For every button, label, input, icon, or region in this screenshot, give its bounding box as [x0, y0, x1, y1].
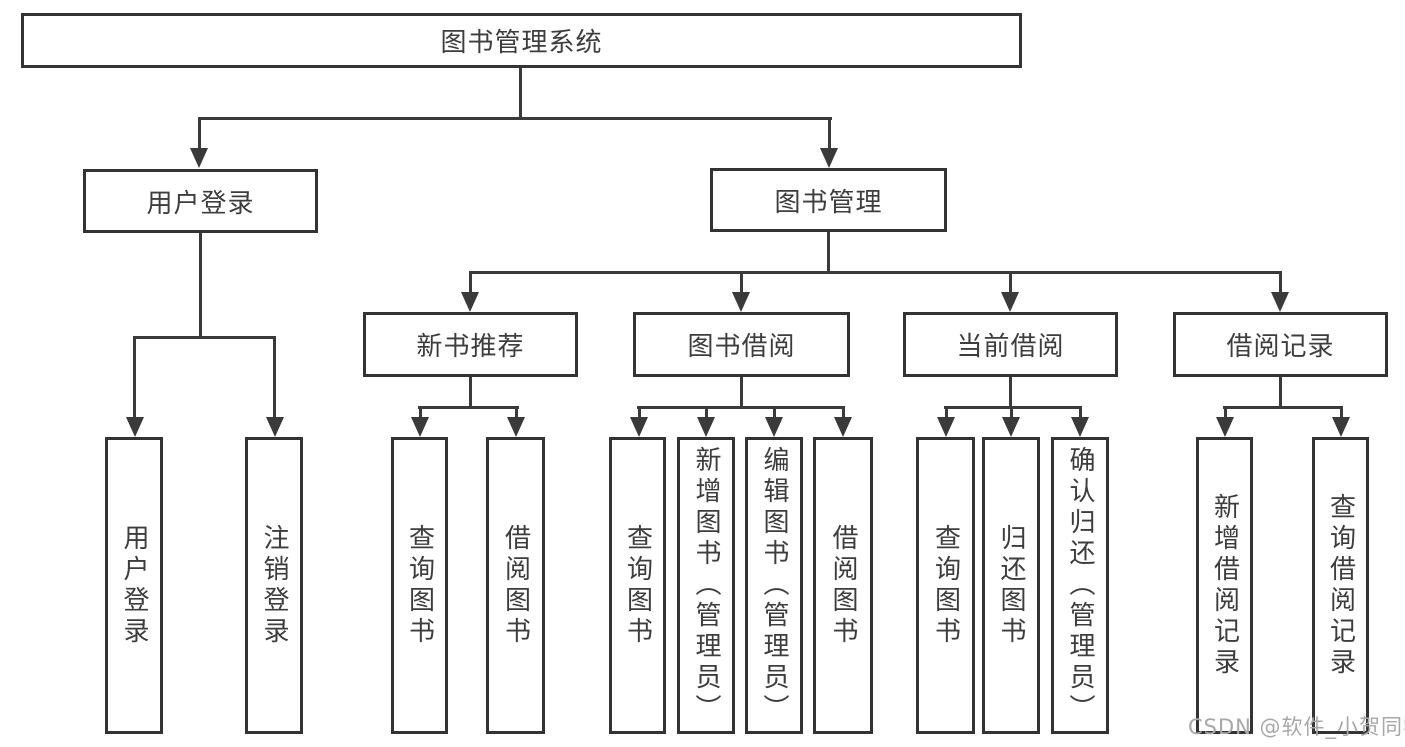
- connector-to-book-borrowing: [740, 271, 743, 295]
- connector-to-leaf: [705, 406, 708, 422]
- leaf-label: 借阅图书: [828, 523, 858, 648]
- connector-splitter: [637, 406, 845, 409]
- connector-splitter: [944, 406, 1082, 409]
- leaf-br-query-record: 查询借阅记录: [1312, 437, 1369, 734]
- leaf-nb-query-books: 查询图书: [391, 437, 448, 734]
- leaf-label: 用户登录: [119, 523, 149, 648]
- leaf-label: 查询图书: [404, 523, 435, 648]
- leaf-bb-edit-books-admin: 编辑图书（管理员）: [745, 437, 803, 734]
- leaf-nb-borrow-books: 借阅图书: [486, 437, 545, 734]
- node-user-login: 用户登录: [83, 169, 318, 233]
- arrow-down-icon: [697, 417, 715, 437]
- leaf-label: 编辑图书（管理员）: [759, 446, 789, 725]
- leaf-label: 查询图书: [930, 523, 961, 648]
- connector-to-leaf: [1224, 406, 1227, 422]
- connector-user-login-splitter: [133, 336, 276, 339]
- connector-splitter: [418, 406, 519, 409]
- arrow-down-icon: [1271, 292, 1289, 312]
- node-new-book-recommend: 新书推荐: [363, 312, 578, 377]
- connector-level2-horizontal: [469, 271, 1282, 274]
- node-borrowing-records: 借阅记录: [1173, 312, 1388, 377]
- node-borrowing-records-label: 借阅记录: [1226, 332, 1335, 362]
- connector-to-leaf: [273, 336, 276, 420]
- node-book-management-label: 图书管理: [774, 187, 883, 218]
- connector-to-leaf: [1010, 406, 1013, 422]
- arrow-down-icon: [266, 417, 284, 437]
- arrow-down-icon: [765, 417, 783, 437]
- node-user-login-label: 用户登录: [146, 188, 255, 219]
- connector-to-user-login: [198, 117, 201, 150]
- arrow-down-icon: [126, 417, 144, 437]
- leaf-bb-query-books: 查询图书: [609, 437, 666, 734]
- connector-root-down: [519, 66, 522, 118]
- arrow-down-icon: [461, 292, 479, 312]
- leaf-label: 查询借阅记录: [1325, 492, 1356, 679]
- node-book-borrowing: 图书借阅: [633, 312, 850, 377]
- connector-to-leaf: [1340, 406, 1343, 422]
- leaf-label: 新增借阅记录: [1209, 492, 1240, 679]
- leaf-cb-return-books: 归还图书: [982, 437, 1040, 734]
- connector-to-leaf: [842, 406, 845, 422]
- connector-book-management-down: [827, 229, 830, 274]
- leaf-label: 查询图书: [622, 523, 653, 648]
- connector-book-borrowing-down: [740, 374, 743, 408]
- connector-user-login-down: [199, 230, 202, 338]
- leaf-user-login: 用户登录: [105, 437, 163, 734]
- arrow-down-icon: [507, 417, 525, 437]
- arrow-down-icon: [190, 148, 208, 168]
- leaf-label: 确认归还（管理员）: [1065, 446, 1095, 725]
- arrow-down-icon: [1001, 292, 1019, 312]
- connector-to-leaf: [133, 336, 136, 420]
- leaf-logout: 注销登录: [245, 437, 303, 734]
- arrow-down-icon: [1332, 417, 1350, 437]
- leaf-label: 新增图书（管理员）: [691, 446, 721, 725]
- connector-to-leaf: [515, 406, 518, 422]
- connector-level1-horizontal: [198, 117, 832, 120]
- connector-new-book-recommend-down: [469, 374, 472, 408]
- leaf-cb-confirm-return-admin: 确认归还（管理员）: [1051, 437, 1109, 734]
- node-new-book-recommend-label: 新书推荐: [416, 332, 525, 362]
- leaf-label: 借阅图书: [500, 523, 531, 648]
- leaf-bb-add-books-admin: 新增图书（管理员）: [677, 437, 735, 734]
- connector-to-current-borrowing: [1009, 271, 1012, 295]
- connector-to-book-management: [828, 117, 831, 150]
- connector-current-borrowing-down: [1009, 374, 1012, 408]
- watermark: CSDN @软件_小贺同学: [1188, 715, 1405, 739]
- connector-borrowing-records-down: [1279, 374, 1282, 408]
- arrow-down-icon: [1002, 417, 1020, 437]
- arrow-down-icon: [411, 417, 429, 437]
- connector-to-leaf: [1079, 406, 1082, 422]
- leaf-label: 注销登录: [259, 523, 289, 648]
- node-root: 图书管理系统: [21, 13, 1022, 68]
- connector-to-new-book-recommend: [469, 271, 472, 295]
- connector-to-leaf: [773, 406, 776, 422]
- node-root-label: 图书管理系统: [440, 28, 603, 58]
- connector-to-leaf: [945, 406, 948, 422]
- node-book-borrowing-label: 图书借阅: [687, 332, 796, 362]
- connector-to-leaf: [419, 406, 422, 422]
- node-book-management: 图书管理: [710, 168, 947, 232]
- connector-to-leaf: [638, 406, 641, 422]
- arrow-down-icon: [1071, 417, 1089, 437]
- node-current-borrowing: 当前借阅: [903, 312, 1118, 377]
- arrow-down-icon: [1216, 417, 1234, 437]
- arrow-down-icon: [630, 417, 648, 437]
- leaf-bb-borrow-books: 借阅图书: [813, 437, 873, 734]
- leaf-cb-query-books: 查询图书: [916, 437, 975, 734]
- arrow-down-icon: [732, 292, 750, 312]
- connector-to-borrowing-records: [1279, 271, 1282, 295]
- leaf-br-add-record: 新增借阅记录: [1196, 437, 1253, 734]
- arrow-down-icon: [834, 417, 852, 437]
- node-current-borrowing-label: 当前借阅: [956, 332, 1065, 362]
- leaf-label: 归还图书: [996, 523, 1026, 648]
- arrow-down-icon: [937, 417, 955, 437]
- connector-splitter: [1223, 406, 1343, 409]
- arrow-down-icon: [820, 148, 838, 168]
